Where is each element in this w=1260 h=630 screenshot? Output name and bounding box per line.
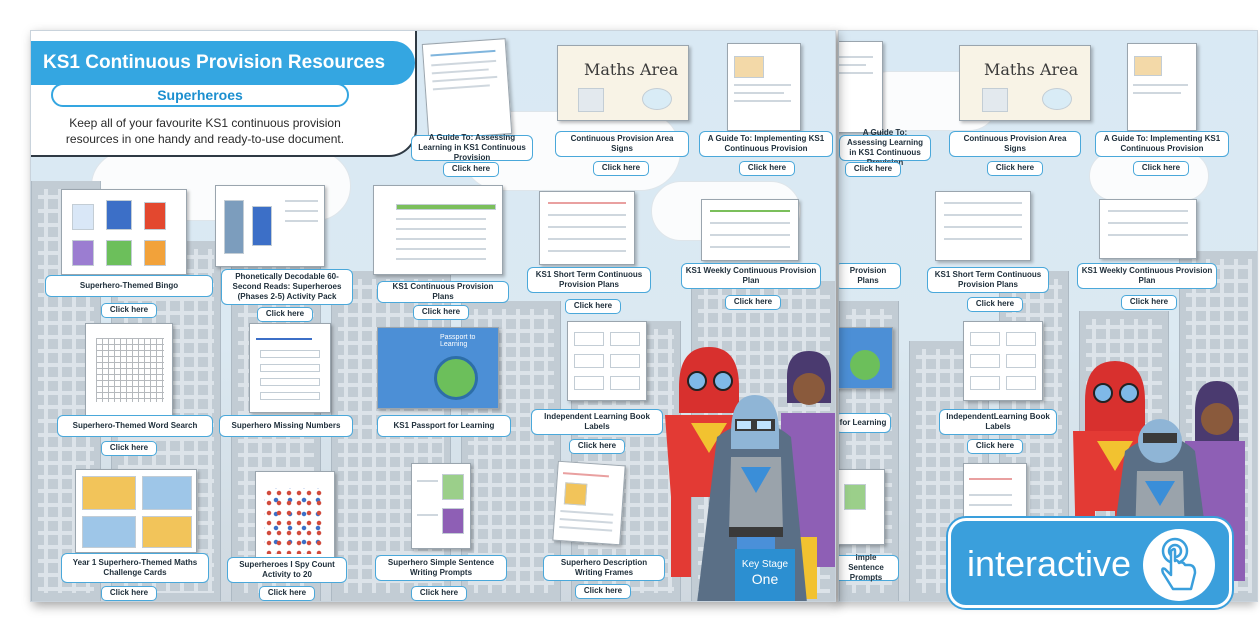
front-poster: KS1 Continuous Provision Resources Super… bbox=[30, 30, 836, 602]
click-here-button[interactable]: Click here bbox=[739, 161, 795, 176]
resource-label: Independent Learning Book Labels bbox=[531, 409, 663, 435]
maths-area-thumbnail: Maths Area bbox=[959, 45, 1091, 121]
weekly-plan-thumbnail bbox=[701, 199, 799, 261]
resource-label: Continuous Provision Area Signs bbox=[949, 131, 1081, 157]
key-stage-badge: Key Stage One bbox=[735, 549, 795, 601]
simple-sentence-thumbnail bbox=[839, 469, 885, 545]
maths-area-title: Maths Area bbox=[984, 60, 1079, 79]
maths-area-title: Maths Area bbox=[584, 60, 679, 79]
click-here-button[interactable]: Click here bbox=[259, 586, 315, 601]
page-subtitle: Superheroes bbox=[51, 83, 349, 107]
back-poster-preview: A Guide To: Assessing Learning in KS1 Co… bbox=[838, 30, 1258, 602]
cloud bbox=[1089, 151, 1209, 201]
resource-label: KS1 Passport for Learning bbox=[377, 415, 511, 437]
resource-label: imple Sentence Prompts bbox=[839, 553, 899, 582]
interactive-badge: interactive bbox=[948, 518, 1232, 608]
bingo-thumbnail bbox=[61, 189, 187, 275]
key-stage-line2: One bbox=[751, 571, 779, 587]
click-here-button[interactable]: Click here bbox=[101, 303, 157, 318]
missing-numbers-thumbnail bbox=[249, 323, 331, 413]
weekly-plan-thumbnail bbox=[1099, 199, 1197, 259]
resource-label: A Guide To: Assessing Learning in KS1 Co… bbox=[839, 128, 931, 167]
click-here-button[interactable]: Click here bbox=[1133, 161, 1189, 176]
superheroes-illustration bbox=[665, 347, 835, 601]
resource-label: Superhero-Themed Bingo bbox=[45, 275, 213, 297]
resource-label: Superhero Description Writing Frames bbox=[543, 555, 665, 581]
short-term-plans-thumbnail bbox=[539, 191, 635, 265]
key-stage-line1: Key Stage bbox=[741, 559, 789, 570]
description-frames-thumbnail bbox=[552, 460, 626, 546]
header-panel: KS1 Continuous Provision Resources Super… bbox=[31, 31, 417, 157]
book-labels-thumbnail bbox=[963, 321, 1043, 401]
click-here-button[interactable]: Click here bbox=[413, 305, 469, 320]
resource-label: IndependentLearning Book Labels bbox=[939, 409, 1057, 435]
click-here-button[interactable]: Click here bbox=[845, 162, 901, 177]
maths-challenge-cards-thumbnail bbox=[75, 469, 197, 553]
word-search-thumbnail bbox=[85, 323, 173, 419]
resource-label: Provision Plans bbox=[839, 263, 901, 289]
passport-title: Passport to Learning bbox=[440, 334, 476, 348]
resource-label: for Learning bbox=[839, 413, 891, 433]
book-labels-thumbnail bbox=[567, 321, 647, 401]
click-here-button[interactable]: Click here bbox=[411, 586, 467, 601]
click-here-button[interactable]: Click here bbox=[1121, 295, 1177, 310]
resource-label: Superhero Simple Sentence Writing Prompt… bbox=[375, 555, 507, 581]
resource-label: KS1 Short Term Continuous Provision Plan… bbox=[927, 267, 1049, 293]
page-title: KS1 Continuous Provision Resources bbox=[31, 41, 415, 85]
maths-area-thumbnail: Maths Area bbox=[557, 45, 689, 121]
guide-assessing-thumbnail bbox=[421, 38, 513, 140]
resource-label: Year 1 Superhero-Themed Maths Challenge … bbox=[61, 553, 209, 583]
click-here-button[interactable]: Click here bbox=[101, 441, 157, 456]
interactive-label: interactive bbox=[967, 543, 1132, 584]
calculator-icon bbox=[578, 88, 604, 112]
resource-label: Phonetically Decodable 60-Second Reads: … bbox=[221, 269, 353, 305]
hand-tap-icon bbox=[1143, 529, 1215, 601]
click-here-button[interactable]: Click here bbox=[593, 161, 649, 176]
click-here-button[interactable]: Click here bbox=[101, 586, 157, 601]
resource-label: KS1 Continuous Provision Plans bbox=[377, 281, 509, 303]
click-here-button[interactable]: Click here bbox=[967, 297, 1023, 312]
short-term-plans-thumbnail bbox=[935, 191, 1031, 261]
resource-label: A Guide To: Implementing KS1 Continuous … bbox=[699, 131, 833, 157]
simple-sentence-thumbnail bbox=[411, 463, 471, 549]
resource-label: Superhero Missing Numbers bbox=[219, 415, 353, 437]
guide-implementing-thumbnail bbox=[727, 43, 801, 131]
resource-label: A Guide To: Assessing Learning in KS1 Co… bbox=[411, 133, 533, 162]
click-here-button[interactable]: Click here bbox=[569, 439, 625, 454]
click-here-button[interactable]: Click here bbox=[257, 307, 313, 322]
continuous-provision-plans-thumbnail bbox=[373, 185, 503, 275]
click-here-button[interactable]: Click here bbox=[725, 295, 781, 310]
resource-label: KS1 Short Term Continuous Provision Plan… bbox=[527, 267, 651, 293]
decodable-reads-thumbnail bbox=[215, 185, 325, 267]
resource-label: Superheroes I Spy Count Activity to 20 bbox=[227, 557, 347, 583]
globe-icon bbox=[434, 356, 478, 400]
click-here-button[interactable]: Click here bbox=[967, 439, 1023, 454]
resource-label: KS1 Weekly Continuous Provision Plan bbox=[681, 263, 821, 289]
click-here-button[interactable]: Click here bbox=[575, 584, 631, 599]
click-here-button[interactable]: Click here bbox=[987, 161, 1043, 176]
resource-label: KS1 Weekly Continuous Provision Plan bbox=[1077, 263, 1217, 289]
resource-label: Superhero-Themed Word Search bbox=[57, 415, 213, 437]
click-here-button[interactable]: Click here bbox=[443, 162, 499, 177]
click-here-button[interactable]: Click here bbox=[565, 299, 621, 314]
guide-assessing-thumbnail bbox=[839, 41, 883, 133]
guide-implementing-thumbnail bbox=[1127, 43, 1197, 131]
passport-thumbnail: Passport to Learning bbox=[377, 327, 499, 409]
resource-label: Continuous Provision Area Signs bbox=[555, 131, 689, 157]
page-description: Keep all of your favourite KS1 continuou… bbox=[65, 116, 345, 146]
clock-icon bbox=[642, 88, 672, 110]
i-spy-thumbnail bbox=[255, 471, 335, 563]
resource-label: A Guide To: Implementing KS1 Continuous … bbox=[1095, 131, 1229, 157]
passport-thumbnail bbox=[839, 327, 893, 389]
